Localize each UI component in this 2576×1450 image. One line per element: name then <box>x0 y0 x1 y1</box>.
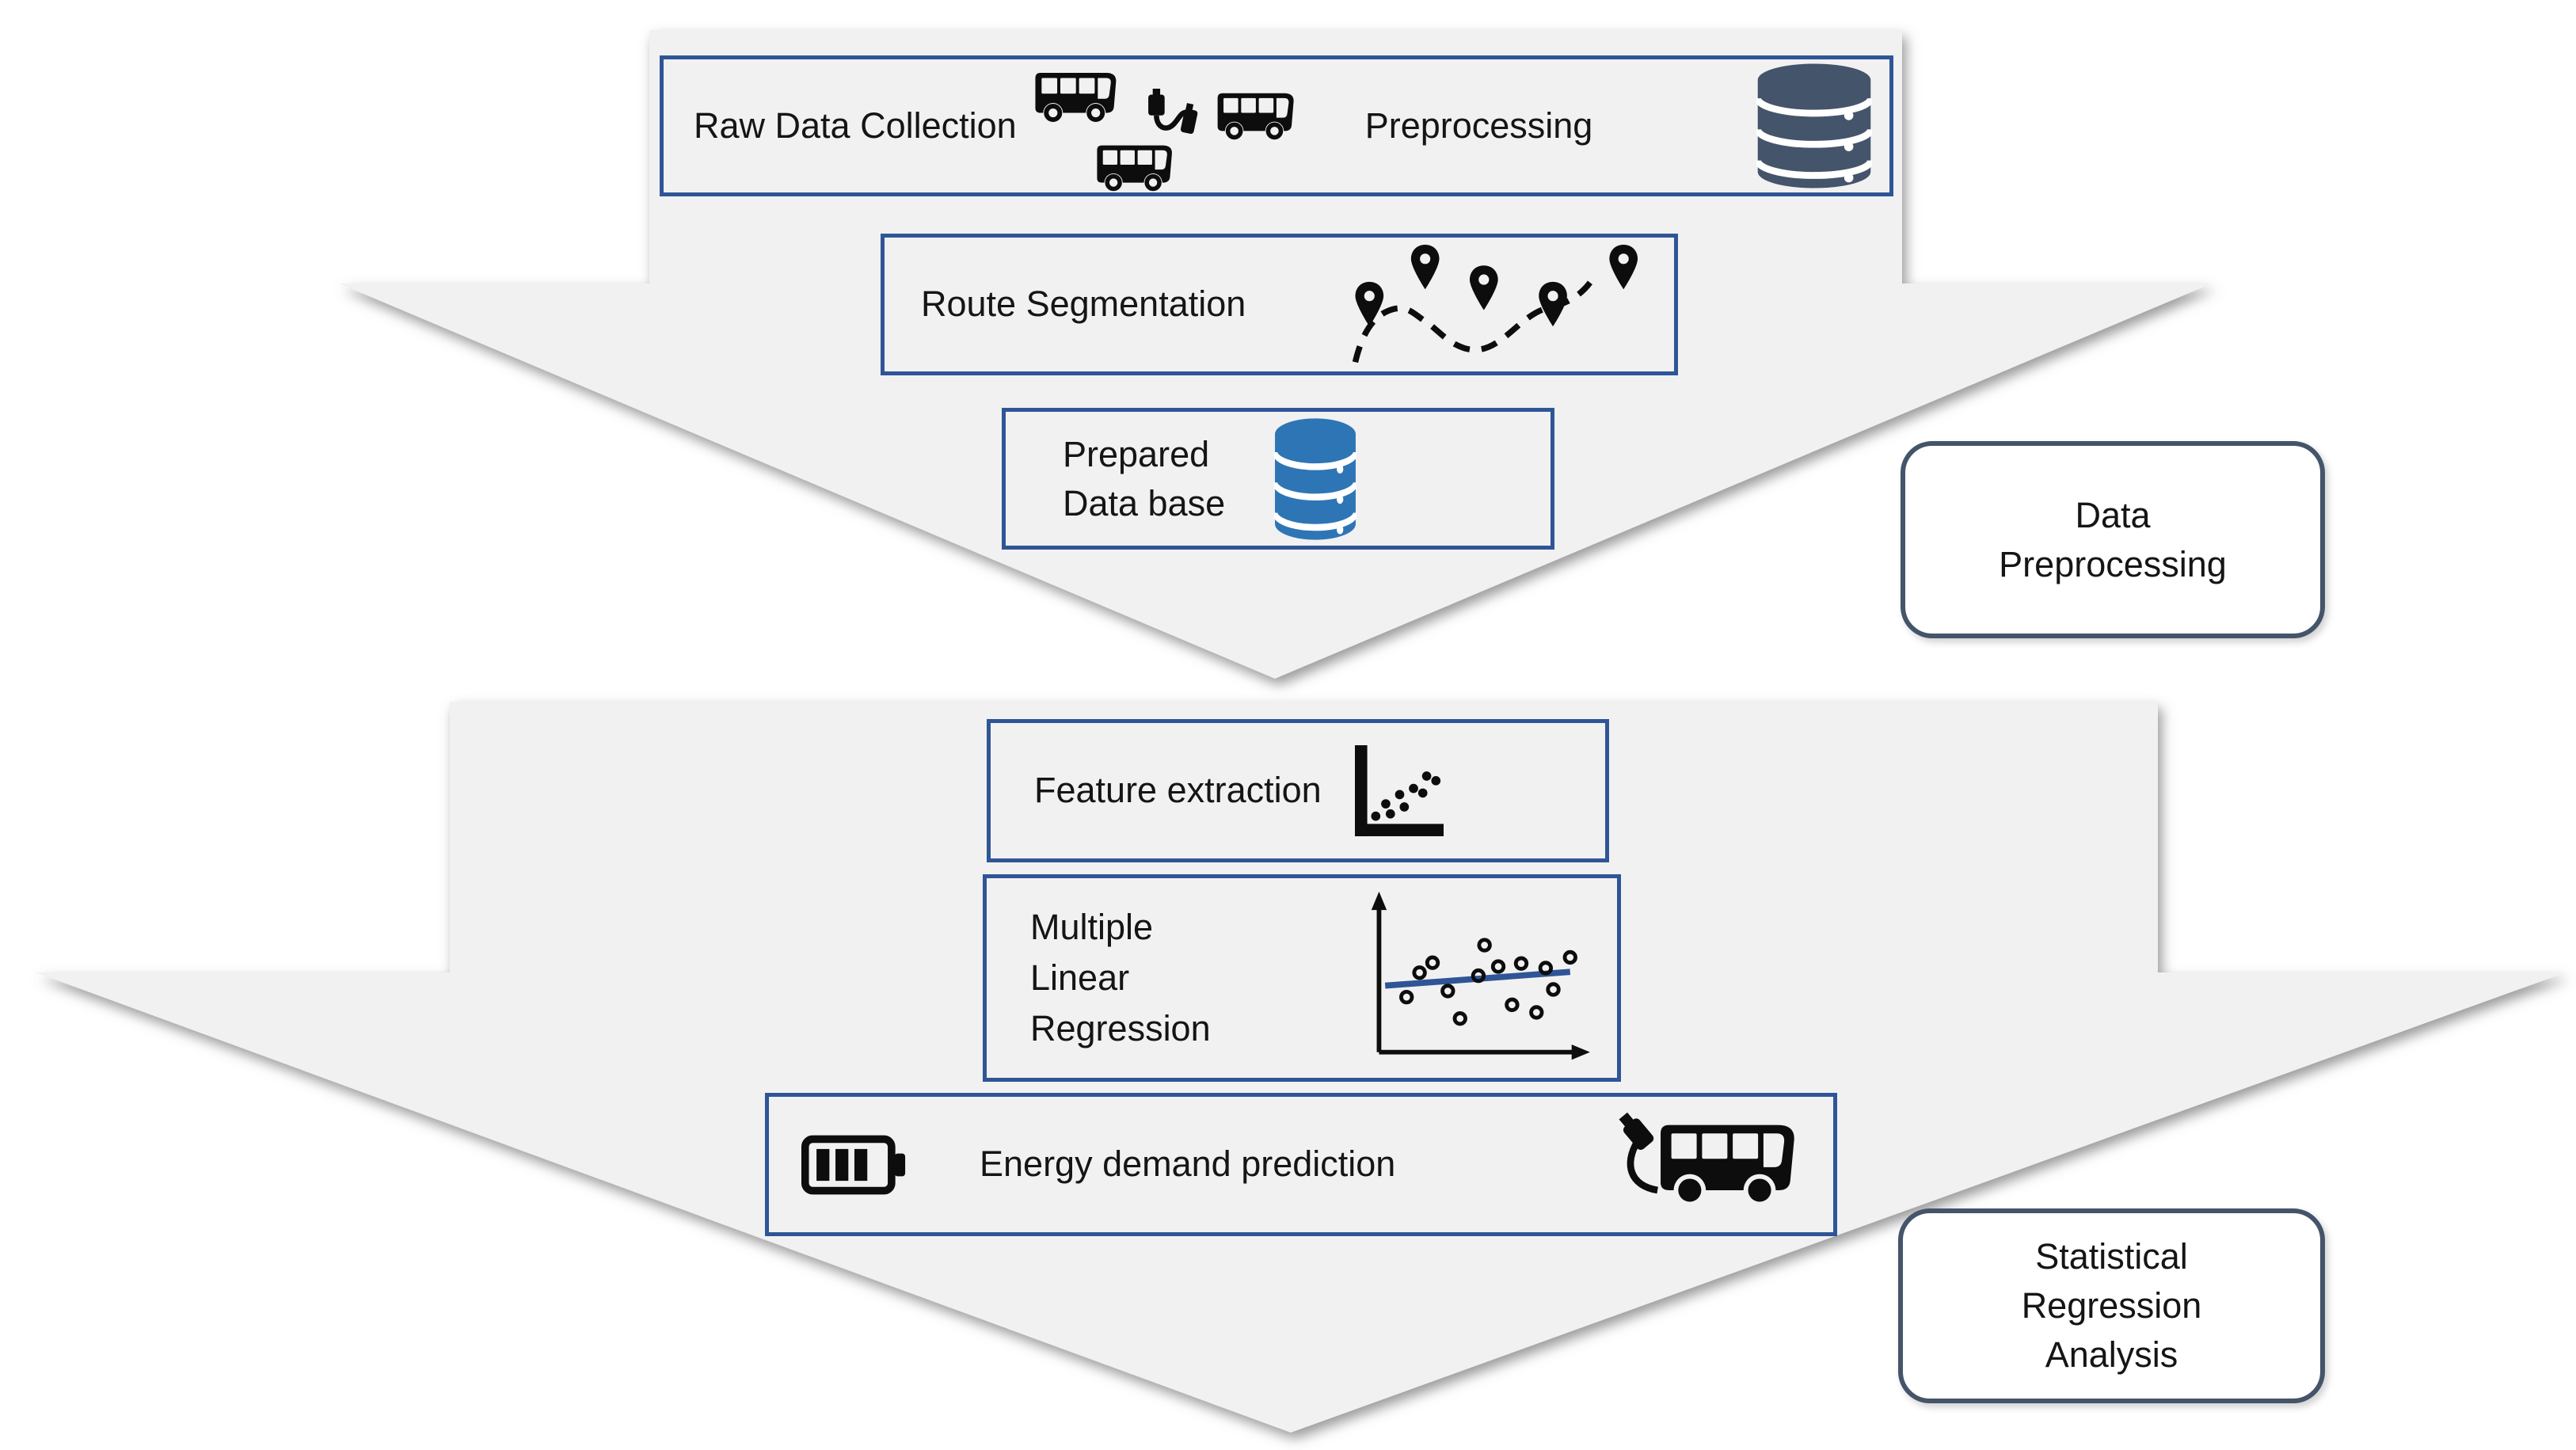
raw-data-collection-box: Raw Data Collection Preprocessing <box>660 55 1893 196</box>
bus-icon <box>1216 90 1300 142</box>
scatter-plot-icon <box>1354 745 1444 836</box>
mlr-label-line2: Linear <box>1030 957 1130 998</box>
bus-icon <box>1034 70 1123 124</box>
bus-icon <box>1096 143 1178 193</box>
mlr-label-line3: Regression <box>1030 1008 1211 1048</box>
feature-extraction-box: Feature extraction <box>987 719 1609 862</box>
database-dark-icon <box>1756 63 1872 188</box>
route-segmentation-box: Route Segmentation <box>881 234 1678 375</box>
side-label-line: Regression <box>2021 1285 2202 1326</box>
prepared-db-label-line1: Prepared <box>1063 433 1210 474</box>
raw-data-collection-label: Raw Data Collection <box>694 105 1017 146</box>
prepared-db-label-line2: Data base <box>1063 482 1226 523</box>
energy-demand-label: Energy demand prediction <box>980 1144 1396 1185</box>
energy-demand-prediction-box: Energy demand prediction <box>765 1093 1837 1236</box>
prepared-database-box: Prepared Data base <box>1002 408 1554 550</box>
data-preprocessing-side-label: Data Preprocessing <box>1901 441 2325 638</box>
route-segmentation-label: Route Segmentation <box>921 284 1246 325</box>
statistical-regression-side-label: Statistical Regression Analysis <box>1898 1208 2325 1403</box>
feature-extraction-label: Feature extraction <box>1034 770 1322 811</box>
side-label-line: Statistical <box>2035 1236 2188 1277</box>
charging-bus-icon <box>1619 1112 1794 1206</box>
side-label-line: Data <box>2075 494 2151 535</box>
usb-cable-icon <box>1147 89 1197 134</box>
side-label-line: Preprocessing <box>1999 543 2227 584</box>
battery-icon <box>801 1135 906 1194</box>
route-pins-icon <box>1352 244 1638 363</box>
multiple-linear-regression-box: Multiple Linear Regression <box>983 874 1621 1082</box>
mlr-label-line1: Multiple <box>1030 907 1154 947</box>
bus-fleet-cluster <box>1026 60 1343 192</box>
data-preprocessing-arrow <box>339 30 2212 679</box>
regression-analysis-arrow <box>36 702 2566 1433</box>
side-label-line: Analysis <box>2045 1334 2178 1375</box>
regression-plot-icon <box>1371 891 1590 1060</box>
preprocessing-label: Preprocessing <box>1364 105 1593 146</box>
database-blue-icon <box>1274 417 1357 540</box>
